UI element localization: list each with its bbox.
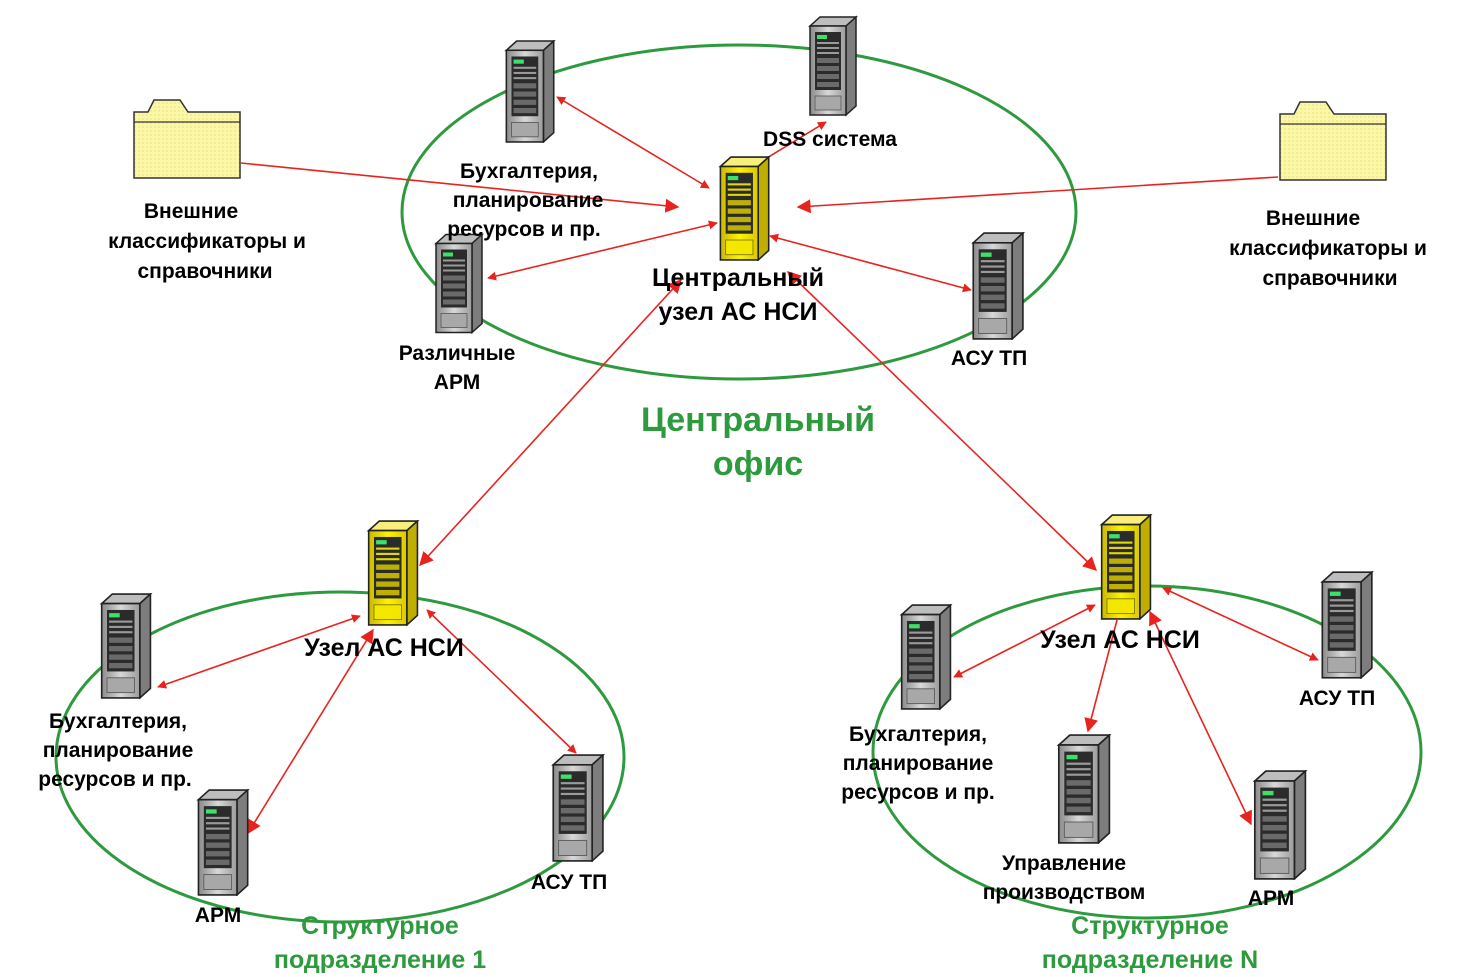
- division-1-title-1: Структурное: [301, 912, 459, 940]
- central-hub-server-icon: [719, 156, 770, 261]
- divn-production-label-2: производством: [983, 881, 1146, 904]
- central-office-boundary: [400, 43, 1078, 381]
- arrow-node1-asu: [426, 609, 577, 754]
- arrows-central: [240, 96, 1279, 571]
- arrow-noden-asu: [1162, 587, 1319, 661]
- accounting-server-icon: [505, 40, 555, 143]
- noden-server-icon: [1100, 514, 1152, 620]
- arrow-noden-accounting: [953, 604, 1096, 678]
- arrow-ext-left-to-hub: [240, 162, 680, 213]
- divn-asu-server-icon: [1321, 571, 1373, 679]
- arrow-hub-noden: [786, 271, 1098, 571]
- arrow-noden-production: [1084, 619, 1118, 733]
- divn-arm-server-icon: [1253, 770, 1307, 880]
- div1-accounting-label-3: ресурсов и пр.: [38, 768, 191, 791]
- central-hub-label-2: узел АС НСИ: [659, 298, 818, 326]
- noden-label: Узел АС НСИ: [1040, 626, 1200, 654]
- divn-accounting-label-1: Бухгалтерия,: [849, 723, 987, 746]
- arrow-node1-arm: [247, 628, 374, 835]
- external-right-label-2: классификаторы и: [1229, 237, 1427, 260]
- arrows-division-1: [157, 609, 577, 835]
- division-1-title-2: подразделение 1: [274, 946, 486, 974]
- accounting-label-3: ресурсов и пр.: [447, 218, 600, 241]
- asu-server-icon: [972, 232, 1024, 340]
- arm-server-icon: [435, 233, 483, 334]
- external-left-folder-icon: [133, 99, 241, 179]
- arrow-ext-right-to-hub: [796, 176, 1279, 214]
- divn-accounting-server-icon: [900, 604, 952, 710]
- dss-server-icon: [809, 16, 857, 116]
- div1-asu-server-icon: [552, 754, 604, 862]
- arm-label-2: АРМ: [434, 371, 480, 394]
- division-n-title-2: подразделение N: [1042, 946, 1258, 974]
- div1-arm-label: АРМ: [195, 904, 241, 927]
- dss-label: DSS система: [763, 128, 897, 151]
- external-left-label-2: классификаторы и: [108, 230, 306, 253]
- node1-label: Узел АС НСИ: [304, 634, 464, 662]
- div1-accounting-label-1: Бухгалтерия,: [49, 710, 187, 733]
- div1-asu-label: АСУ ТП: [531, 871, 607, 894]
- accounting-label-2: планирование: [453, 189, 604, 212]
- central-hub-label-1: Центральный: [652, 264, 824, 292]
- arrows-division-n: [953, 587, 1319, 826]
- external-left-label-3: справочники: [137, 260, 272, 283]
- division-n-title-1: Структурное: [1071, 912, 1229, 940]
- divn-accounting-label-3: ресурсов и пр.: [841, 781, 994, 804]
- divn-asu-label: АСУ ТП: [1299, 687, 1375, 710]
- divn-production-label-1: Управление: [1002, 852, 1126, 875]
- arm-label-1: Различные: [399, 342, 516, 365]
- arrow-hub-accounting: [556, 96, 710, 189]
- divn-arm-label: АРМ: [1248, 887, 1294, 910]
- central-office-title-1: Центральный: [641, 401, 875, 439]
- divn-production-server-icon: [1057, 734, 1111, 844]
- asu-label: АСУ ТП: [951, 347, 1027, 370]
- external-right-label-1: Внешние: [1266, 207, 1360, 230]
- div1-accounting-label-2: планирование: [43, 739, 194, 762]
- divn-accounting-label-2: планирование: [843, 752, 994, 775]
- external-right-label-3: справочники: [1262, 267, 1397, 290]
- accounting-label-1: Бухгалтерия,: [460, 160, 598, 183]
- external-left-label-1: Внешние: [144, 200, 238, 223]
- external-right-folder-icon: [1279, 101, 1387, 181]
- arrow-hub-arm: [487, 220, 718, 281]
- central-office-title-2: офис: [713, 445, 803, 483]
- div1-arm-server-icon: [197, 789, 249, 896]
- division-1-boundary: [54, 590, 626, 924]
- node1-server-icon: [367, 520, 419, 626]
- div1-accounting-server-icon: [100, 593, 152, 699]
- arrow-hub-node1: [419, 278, 682, 567]
